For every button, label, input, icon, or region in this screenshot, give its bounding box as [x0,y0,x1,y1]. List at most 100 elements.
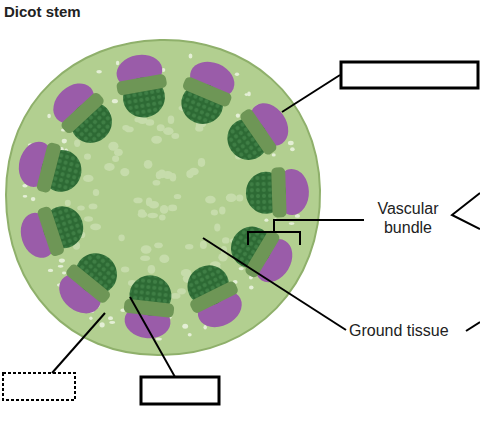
leader-line [52,313,105,373]
parenchyma-cell [125,127,134,133]
parenchyma-cell [177,288,186,294]
parenchyma-cell [151,136,162,144]
parenchyma-cell [121,267,129,273]
parenchyma-cell [235,73,239,76]
parenchyma-cell [77,206,85,211]
parenchyma-cell [189,168,199,176]
parenchyma-cell [138,209,145,215]
cambium [181,76,233,108]
parenchyma-cell [140,256,150,261]
parenchyma-cell [288,141,294,145]
parenchyma-cell [181,269,192,277]
parenchyma-cell [96,70,102,73]
vascular-bundle-symbol [13,136,87,200]
cambium [59,91,105,135]
parenchyma-cell [89,317,92,320]
blank-label-box [341,62,478,88]
parenchyma-cell [65,200,71,206]
parenchyma-cell [154,242,163,248]
parenchyma-cell [204,325,207,329]
parenchyma-cell [59,259,65,263]
parenchyma-cell [83,175,93,182]
parenchyma-cell [168,205,177,212]
leader-line [282,75,340,112]
parenchyma-cell [272,153,276,156]
parenchyma-cell [62,272,66,275]
part-label: Ground tissue [349,321,467,340]
part-label: Vascular bundle [366,199,450,237]
parenchyma-cell [112,99,118,103]
parenchyma-cell [149,201,159,209]
vascular-bundle-symbol [217,94,297,171]
stem-outline [6,40,320,355]
parenchyma-cell [120,168,129,176]
parenchyma-cell [141,245,152,253]
parenchyma-cell [109,321,115,324]
leader-line [130,297,175,377]
parenchyma-cell [159,254,169,263]
parenchyma-cell [108,316,113,320]
cambium [244,229,282,279]
parenchyma-cell [188,333,192,337]
parenchyma-cell [118,234,124,241]
parenchyma-cell [84,216,93,221]
parenchyma-cell [236,194,243,201]
parenchyma-cell [48,269,53,272]
parenchyma-cell [104,163,115,171]
bracket [248,220,364,245]
cambium [116,73,168,95]
parenchyma-cell [112,155,119,162]
vascular-bundle-symbol [177,257,250,336]
bracket [452,193,480,229]
parenchyma-cell [84,153,91,159]
parenchyma-cell [222,237,229,243]
diagram-title: Dicot stem [4,2,144,21]
parenchyma-cell [289,222,295,225]
parenchyma-cell [147,213,158,218]
vascular-bundle-symbol [112,51,172,122]
parenchyma-cell [158,170,166,179]
cambium [271,167,287,217]
parenchyma-cell [31,197,36,201]
parenchyma-cell [144,160,153,169]
parenchyma-cell [153,180,161,186]
blank-label-box [141,377,219,404]
parenchyma-cell [47,114,51,119]
parenchyma-cell [174,194,181,199]
parenchyma-cell [74,140,80,147]
vascular-bundle-symbol [171,54,241,131]
parenchyma-cell [205,196,216,204]
vascular-bundles [13,51,309,341]
parenchyma-cell [160,205,169,214]
parenchyma-cell [182,324,188,329]
parenchyma-cell [214,223,220,231]
cambium [64,263,112,305]
parenchyma-cell [236,113,240,117]
vascular-bundle-symbol [50,242,129,322]
parenchyma-cell [58,265,64,268]
vascular-bundle-symbol [14,197,89,264]
parenchyma-cell [148,265,156,274]
parenchyma-cell [239,267,244,270]
parenchyma-cell [200,241,207,249]
parenchyma-cell [156,338,162,341]
parenchyma-cell [264,219,268,222]
cambium [36,142,62,194]
parenchyma-cell [108,142,118,151]
leader-line [466,322,480,331]
cambium [188,280,239,315]
vascular-bundle-symbol [245,166,310,218]
parenchyma-cell [133,198,142,204]
parenchyma-cell [93,189,99,196]
parenchyma-cell [198,158,205,167]
parenchyma-cell [211,210,218,216]
cambium [238,107,278,156]
blank-label-box [3,373,75,400]
parenchyma-cell [247,92,251,97]
cambium [36,205,65,257]
parenchyma-cell [116,61,119,66]
pith-cells [22,54,300,341]
cambium [123,299,174,318]
parenchyma-cell [90,224,101,231]
